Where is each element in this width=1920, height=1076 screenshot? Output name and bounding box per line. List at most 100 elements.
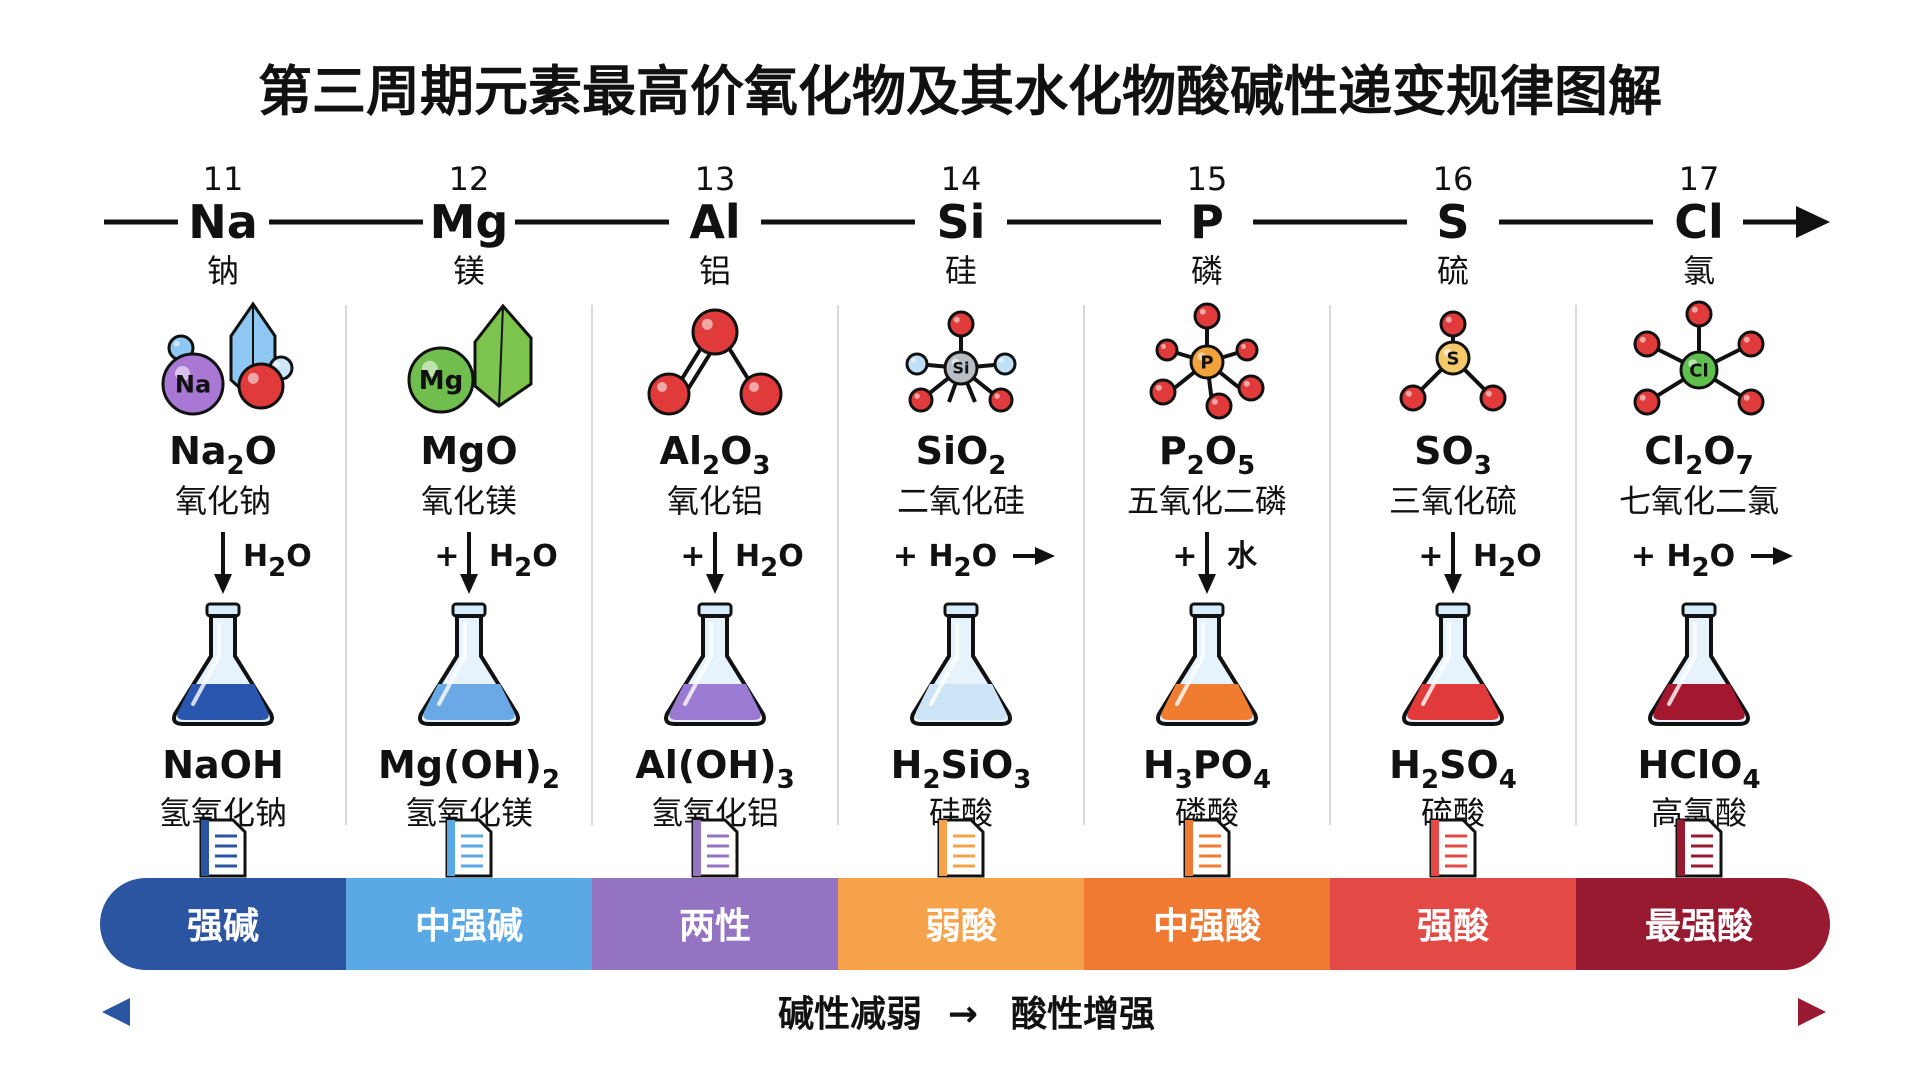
atom-highlight	[657, 382, 667, 392]
oxide-formula: MgO	[420, 429, 517, 473]
atom-highlight	[951, 358, 960, 367]
flask-liquid	[177, 684, 269, 720]
property-label: 中强酸	[1153, 906, 1261, 947]
oxide-name: 氧化铝	[667, 482, 763, 520]
oxide-part: O	[1205, 429, 1237, 473]
flask-liquid	[915, 684, 1007, 720]
atom-highlight	[749, 382, 759, 392]
reagent-part: O	[286, 539, 312, 574]
oxide-subscript: 3	[752, 451, 770, 481]
flask-shine	[683, 622, 713, 706]
atom-highlight	[1161, 344, 1166, 349]
hydroxide-formula: HClO4	[1637, 743, 1760, 795]
atom	[1237, 374, 1265, 402]
oxide-formula: Na2O	[169, 429, 277, 481]
property-label: 强酸	[1417, 906, 1489, 947]
element-columns: 11Na钠NaNa2O氧化钠H2ONaOH氢氧化钠12Mg镁MgMgO氧化镁+H…	[159, 160, 1793, 832]
flask-liquid	[1407, 684, 1499, 720]
flask-liquid	[423, 684, 515, 720]
reaction-plus: +	[1631, 539, 1667, 574]
document-spine	[1677, 820, 1685, 876]
atom-highlight	[421, 360, 438, 377]
atom-highlight	[1405, 390, 1412, 397]
oxide-formula: P2O5	[1159, 429, 1255, 481]
element-name: 硅	[945, 252, 977, 290]
atom-highlight	[1639, 394, 1646, 401]
atom-highlight	[1639, 336, 1646, 343]
atom	[908, 387, 934, 413]
hydroxide-part: H	[1389, 743, 1421, 787]
property-label: 最强酸	[1645, 906, 1753, 947]
atom	[1737, 388, 1765, 416]
flask-liquid	[669, 684, 761, 720]
atom	[1235, 338, 1259, 362]
atom-highlight	[247, 372, 259, 384]
atom-label: Si	[952, 359, 969, 378]
reagent-part: 水	[1227, 539, 1258, 574]
atom-highlight	[1443, 348, 1452, 357]
molecule-icon: Cl	[1633, 300, 1765, 416]
reaction-plus: +	[1418, 539, 1443, 574]
symbol-mask	[917, 196, 1005, 248]
oxide-part: Na	[169, 429, 226, 473]
oxide-subscript: 3	[1474, 451, 1492, 481]
trend-label-arrow: →	[948, 994, 978, 1035]
reaction-reagent: H2O	[489, 539, 558, 583]
flask-shine	[1667, 622, 1697, 706]
hydroxide-subscript: 4	[1253, 765, 1271, 795]
atom-highlight	[1688, 359, 1698, 369]
oxide-subscript: 5	[1237, 451, 1255, 481]
oxide-name: 二氧化硅	[897, 482, 1025, 520]
flask-shine	[1175, 622, 1205, 706]
atomic-number: 14	[941, 160, 982, 198]
reagent-subscript: 2	[268, 553, 286, 583]
property-band	[100, 878, 1830, 970]
element-name: 氯	[1683, 252, 1715, 290]
atomic-number: 11	[203, 160, 244, 198]
atom-highlight	[1155, 384, 1162, 391]
reagent-part: H	[1473, 539, 1498, 574]
atom-highlight	[1199, 308, 1206, 315]
document-icon-group	[1675, 818, 1723, 878]
property-label: 强碱	[187, 906, 259, 947]
oxygen-atom	[691, 308, 739, 356]
atom	[1633, 330, 1661, 358]
reaction-arrowhead	[1444, 574, 1462, 594]
trend-label-right: 酸性增强	[1011, 994, 1155, 1035]
property-segment	[838, 878, 1084, 970]
document-spine	[447, 820, 455, 876]
reagent-part: O	[1516, 539, 1542, 574]
atom-highlight	[1445, 316, 1452, 323]
element-name: 硫	[1437, 252, 1469, 290]
atom-highlight	[1743, 336, 1750, 343]
element-symbol: Cl	[1674, 195, 1724, 249]
element-symbol: Mg	[430, 195, 509, 249]
atom-highlight	[1243, 380, 1250, 387]
document-icon-group	[1429, 818, 1477, 878]
atom-label: S	[1447, 348, 1460, 369]
document-spine	[201, 820, 209, 876]
atom	[1479, 384, 1507, 412]
oxide-part: P	[1159, 429, 1187, 473]
molecule-icon	[647, 308, 783, 416]
symbol-mask	[1655, 196, 1743, 248]
atom-highlight	[911, 358, 916, 363]
document-spine	[1185, 820, 1193, 876]
flask-icon	[1402, 602, 1504, 726]
trend-arrowhead-right	[1798, 998, 1826, 1026]
trend-arrow: 碱性减弱 → 酸性增强	[102, 994, 1826, 1035]
reaction-reagent: 水	[1227, 539, 1258, 574]
oxygen-atom	[739, 372, 783, 416]
atom	[1439, 310, 1467, 338]
symbol-mask	[425, 196, 513, 248]
atom	[1155, 338, 1179, 362]
atom-highlight	[1691, 306, 1698, 313]
hydroxide-formula: Al(OH)3	[635, 743, 794, 795]
symbol-mask	[671, 196, 759, 248]
symbol-mask	[1409, 196, 1497, 248]
oxide-formula: SO3	[1414, 429, 1492, 481]
property-label: 弱酸	[925, 906, 997, 947]
